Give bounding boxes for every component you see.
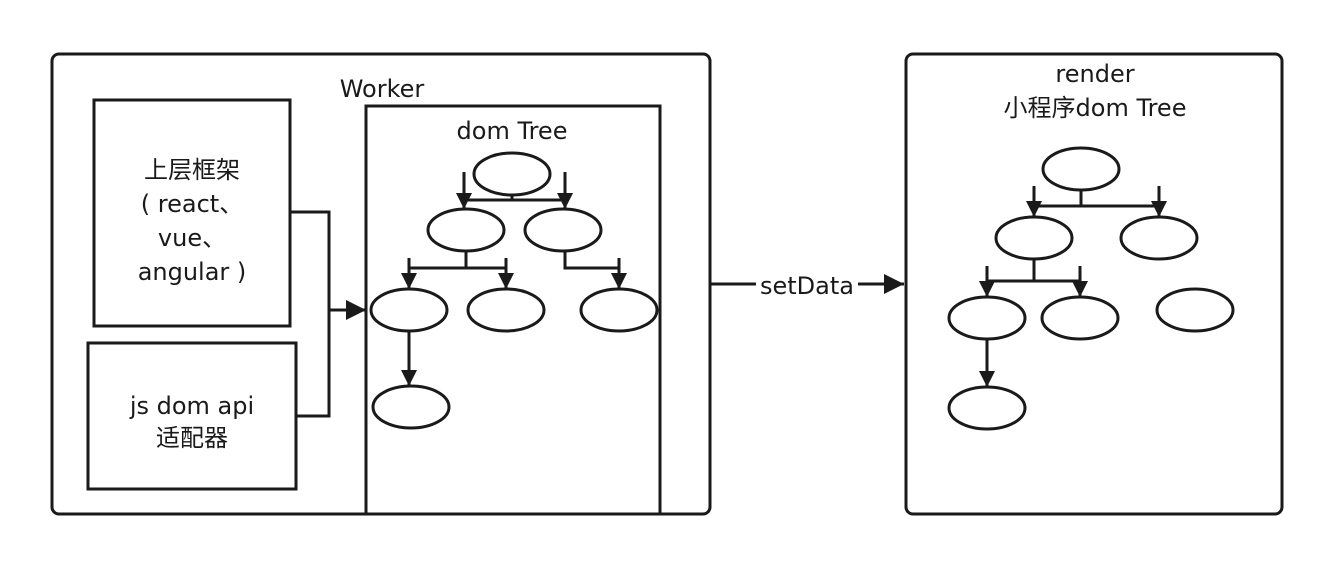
render-tree-node-l2-b	[1040, 295, 1120, 341]
render-tree-node-l3	[947, 385, 1027, 431]
framework-line-4: angular )	[137, 258, 247, 286]
render-title: render	[1055, 60, 1135, 88]
set-data-label: setData	[760, 272, 854, 300]
render-tree-node-l1-right	[1119, 215, 1199, 261]
framework-line-1: 上层框架	[144, 156, 240, 184]
worker-tree-node-l2-b	[466, 287, 546, 333]
adapter-connector	[296, 310, 331, 418]
worker-tree-node-l2-c	[579, 287, 659, 333]
render-tree-root-node	[1041, 146, 1121, 192]
worker-tree-node-l2-a	[369, 287, 449, 333]
framework-connector	[290, 210, 352, 312]
framework-line-2: ( react、	[140, 190, 244, 218]
worker-tree-node-l3	[371, 384, 451, 430]
dom-tree-label: dom Tree	[456, 117, 568, 145]
render-tree-node-l1-left	[994, 215, 1074, 261]
worker-tree-node-l1-right	[523, 207, 603, 253]
worker-tree-root-node	[472, 151, 552, 197]
render-tree-node-l2-c	[1155, 287, 1235, 333]
render-tree-node-l2-a	[947, 295, 1027, 341]
adapter-line-1: js dom api	[129, 392, 255, 420]
render-subtitle: 小程序dom Tree	[1003, 94, 1187, 122]
dom-tree-box	[364, 104, 662, 516]
adapter-line-2: 适配器	[156, 424, 228, 452]
worker-title: Worker	[339, 75, 425, 103]
framework-line-3: vue、	[157, 224, 227, 252]
render-container	[904, 52, 1284, 516]
worker-edge	[563, 251, 621, 270]
worker-tree-node-l1-left	[426, 207, 506, 253]
